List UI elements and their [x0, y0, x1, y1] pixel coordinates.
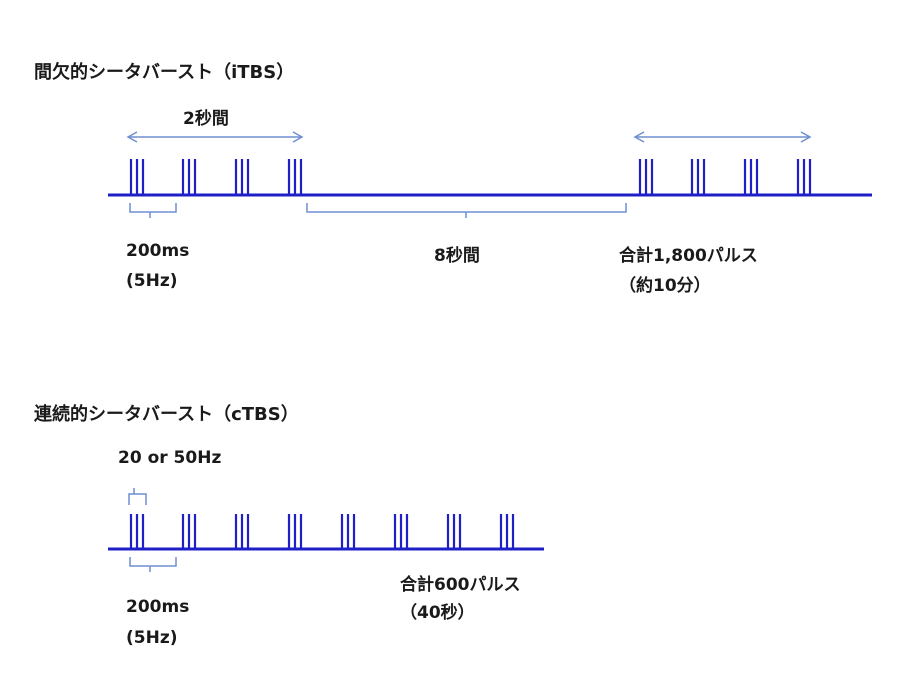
ctbs-burst-interval-label: 200ms	[126, 597, 190, 617]
ctbs-burst	[287, 514, 303, 549]
itbs-train-arrow-2	[633, 131, 812, 143]
ctbs-pulse-freq-label: 20 or 50Hz	[118, 448, 222, 468]
ctbs-burst	[340, 514, 356, 549]
itbs-burst	[690, 159, 706, 195]
ctbs-burst	[234, 514, 250, 549]
itbs-burst	[638, 159, 654, 195]
itbs-200ms-bracket	[129, 203, 177, 218]
ctbs-burst	[181, 514, 197, 549]
ctbs-duration-label: （40秒）	[400, 603, 475, 623]
ctbs-total-label: 合計600パルス	[400, 575, 521, 595]
ctbs-pulse-bracket	[128, 488, 147, 505]
ctbs-burst	[499, 514, 515, 549]
ctbs-burst	[393, 514, 409, 549]
itbs-burst	[129, 159, 145, 195]
itbs-title: 間欠的シータバースト（iTBS）	[34, 62, 295, 83]
ctbs-200ms-bracket	[129, 557, 177, 572]
itbs-bursts	[129, 159, 812, 195]
itbs-pause-label: 8秒間	[434, 246, 480, 266]
itbs-burst	[234, 159, 250, 195]
itbs-burst-freq-label: (5Hz)	[126, 271, 178, 291]
itbs-burst	[743, 159, 759, 195]
ctbs-bursts	[129, 514, 515, 549]
itbs-burst	[181, 159, 197, 195]
itbs-duration-label: （約10分）	[619, 276, 711, 296]
itbs-train-arrow-1	[126, 131, 304, 143]
itbs-train-label: 2秒間	[183, 109, 229, 129]
itbs-burst-interval-label: 200ms	[126, 241, 190, 261]
ctbs-burst-freq-label: (5Hz)	[126, 628, 178, 648]
itbs-burst	[287, 159, 303, 195]
itbs-8s-bracket	[306, 203, 627, 218]
ctbs-title: 連続的シータバースト（cTBS）	[34, 404, 299, 425]
ctbs-burst	[446, 514, 462, 549]
ctbs-burst	[129, 514, 145, 549]
itbs-burst	[796, 159, 812, 195]
itbs-total-label: 合計1,800パルス	[619, 246, 758, 266]
